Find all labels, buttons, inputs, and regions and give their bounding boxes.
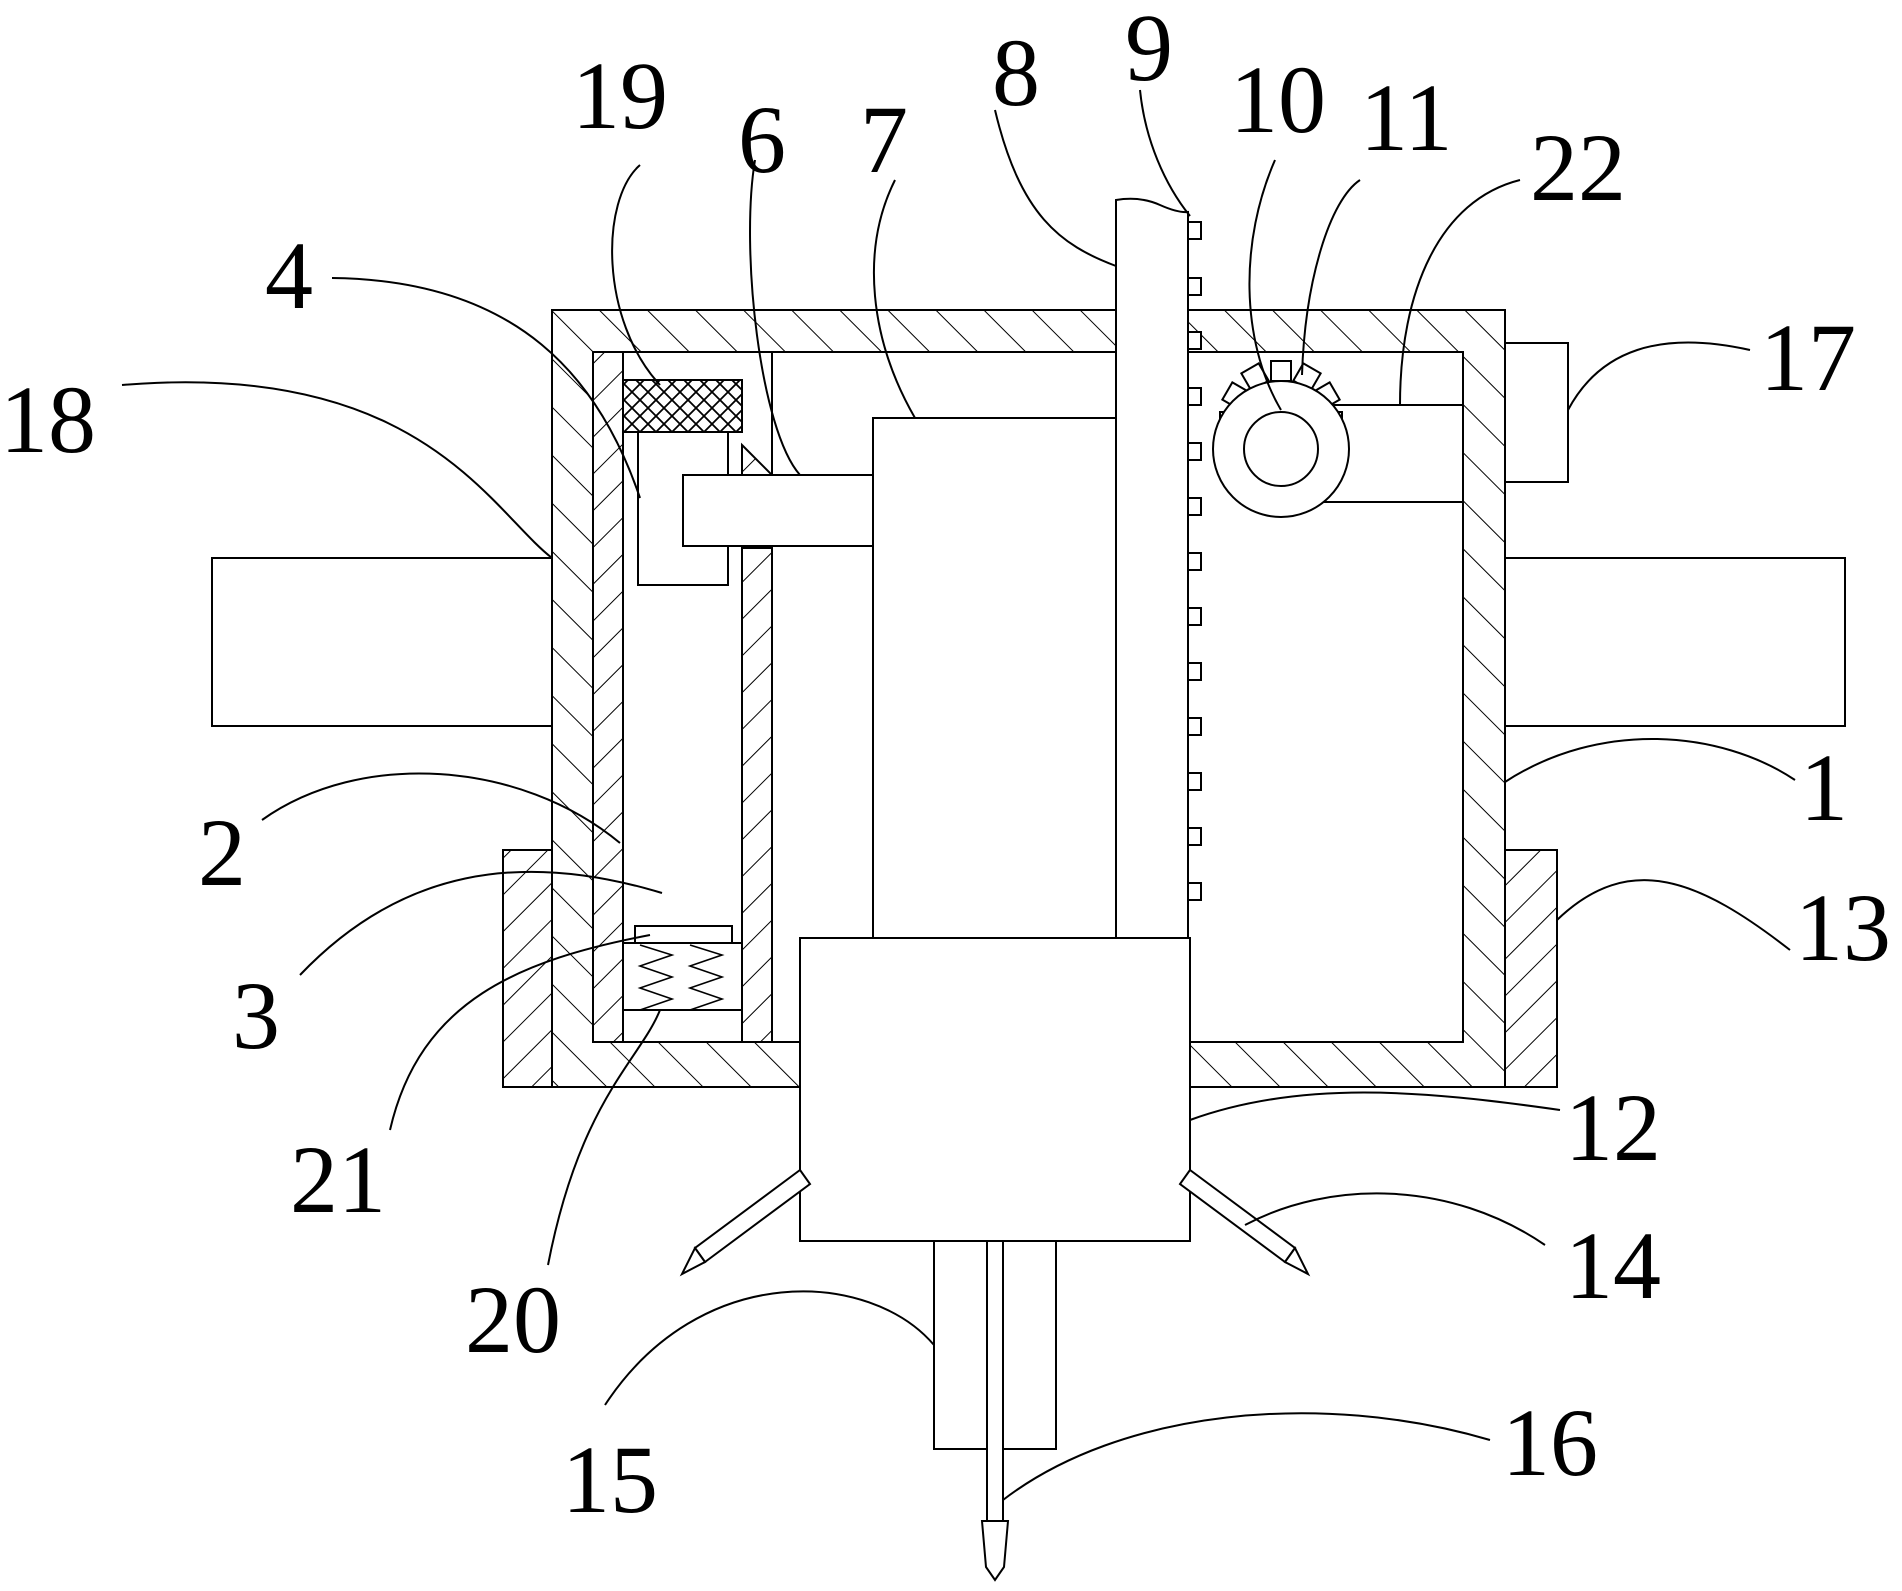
- rack-teeth: [1187, 221, 1202, 901]
- label-9: 9: [1125, 0, 1173, 101]
- sleeve-inner-wall: [741, 547, 773, 1043]
- probe-needle: [986, 1240, 1004, 1522]
- right-handle: [1504, 557, 1846, 727]
- drive-block: [799, 937, 1191, 1242]
- label-6: 6: [738, 86, 786, 193]
- label-21: 21: [290, 1126, 386, 1233]
- label-16: 16: [1502, 1389, 1598, 1496]
- label-17: 17: [1760, 304, 1856, 411]
- label-18: 18: [0, 366, 96, 473]
- collar-right: [1504, 849, 1558, 1088]
- label-4: 4: [265, 222, 313, 329]
- spring-chamber: [622, 942, 743, 1011]
- label-11: 11: [1360, 64, 1452, 171]
- label-2: 2: [198, 799, 246, 906]
- spring: [637, 944, 725, 1011]
- label-15: 15: [562, 1426, 658, 1533]
- sleeve-outer-wall: [592, 351, 624, 1043]
- rack-shaft: [1115, 197, 1189, 939]
- gear: [1212, 360, 1350, 518]
- label-20: 20: [465, 1266, 561, 1373]
- left-handle: [211, 557, 553, 727]
- main-block: [872, 417, 1117, 939]
- top-pad: [622, 379, 743, 433]
- needle-tip: [980, 1520, 1010, 1582]
- label-1: 1: [1800, 734, 1848, 841]
- label-10: 10: [1230, 46, 1326, 153]
- label-8: 8: [992, 19, 1040, 126]
- part-labels: 1 2 3 4 6 7 8 9 10 11 12 13 14 15 16 17 …: [0, 0, 1891, 1533]
- label-19: 19: [572, 42, 668, 149]
- label-14: 14: [1565, 1212, 1661, 1319]
- connecting-arm: [682, 474, 874, 547]
- angled-probes: [679, 1168, 1311, 1277]
- label-22: 22: [1530, 114, 1626, 221]
- label-12: 12: [1565, 1074, 1661, 1181]
- label-7: 7: [860, 86, 908, 193]
- side-motor-box: [1504, 342, 1569, 483]
- label-3: 3: [232, 962, 280, 1069]
- leader-lines: [121, 89, 1796, 1501]
- label-13: 13: [1795, 874, 1891, 981]
